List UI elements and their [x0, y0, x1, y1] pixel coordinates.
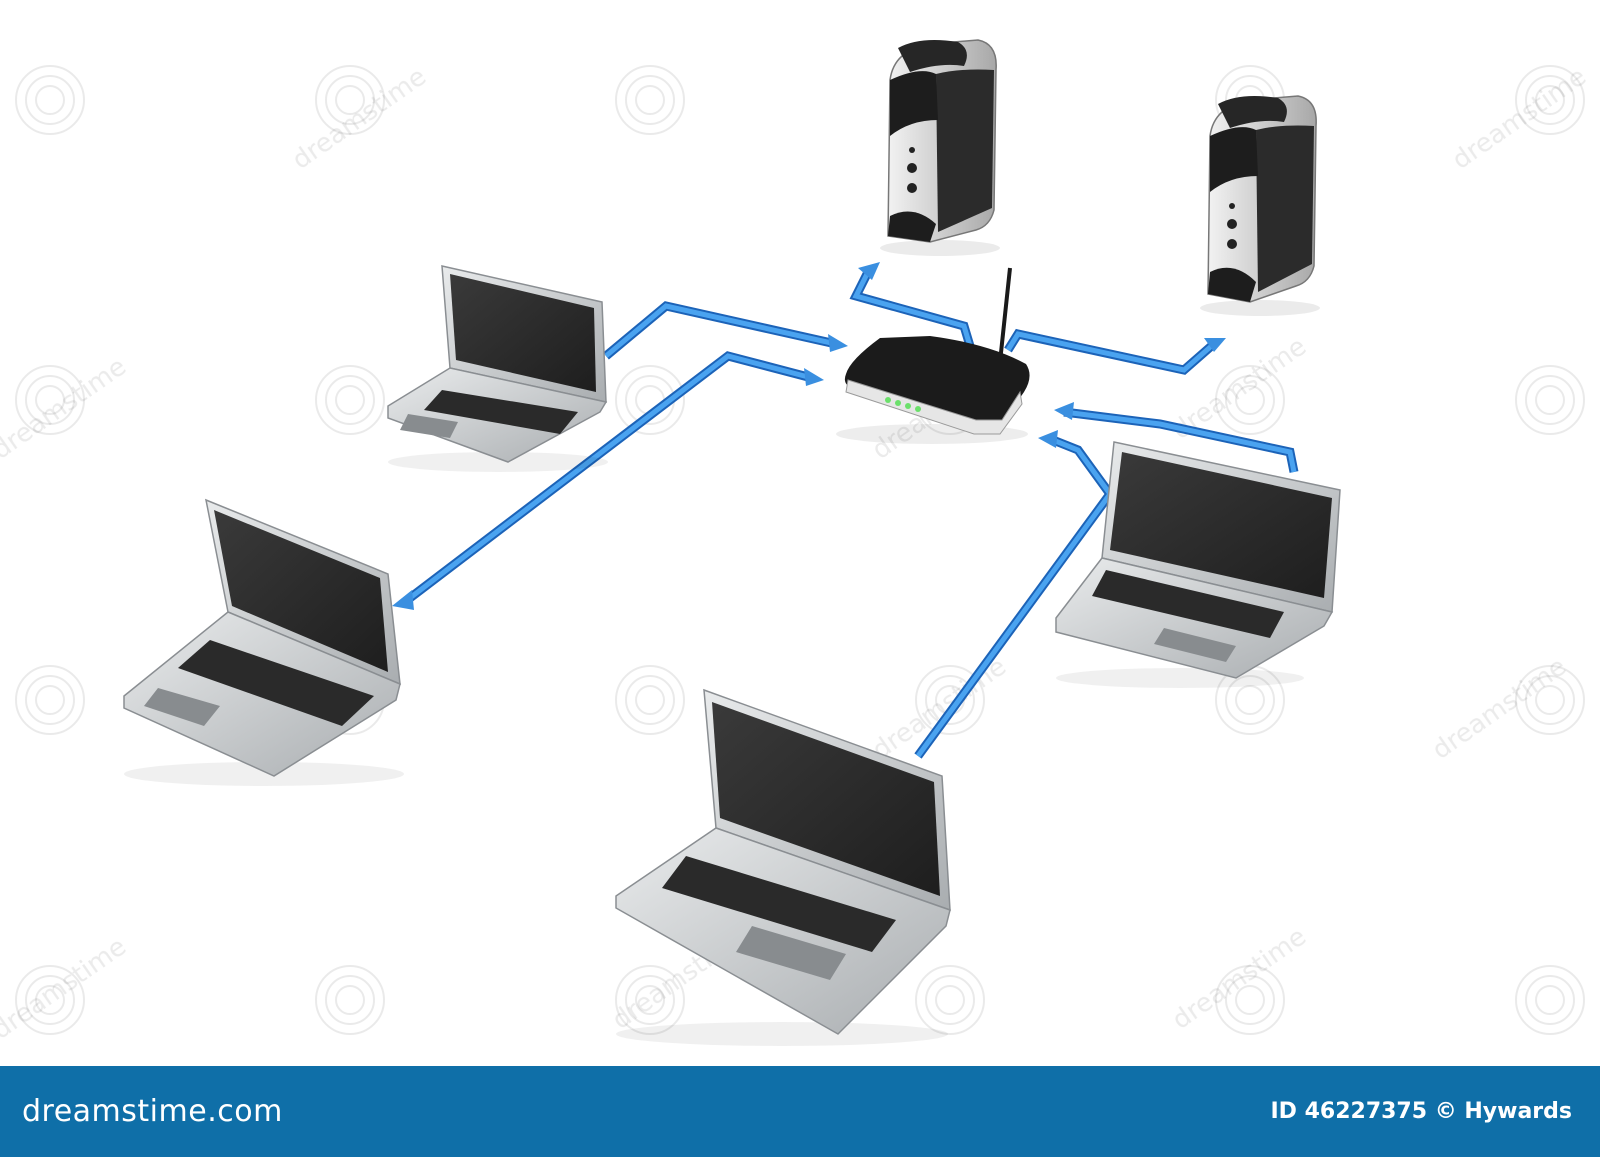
server-tower-icon: [880, 39, 1000, 256]
image-credit: ID 46227375 © Hywards: [1270, 1099, 1572, 1124]
laptop-icon: [615, 688, 951, 1046]
wireless-router-icon: [836, 267, 1030, 444]
network-illustration: dreamstime dreamstime dreamstime dreamst…: [0, 0, 1600, 1066]
network-diagram-scene: dreamstime dreamstime dreamstime dreamst…: [0, 0, 1600, 1066]
brand-wordmark[interactable]: dreamstime.com: [22, 1094, 283, 1129]
footer-bar: dreamstime.com ID 46227375 © Hywards: [0, 1066, 1600, 1157]
laptop-icon: [1055, 441, 1341, 688]
laptop-icon: [387, 265, 608, 472]
laptop-icon: [123, 498, 404, 786]
link-arrowheads: [392, 262, 1226, 610]
network-links: [392, 262, 1299, 759]
server-tower-icon: [1200, 95, 1320, 316]
